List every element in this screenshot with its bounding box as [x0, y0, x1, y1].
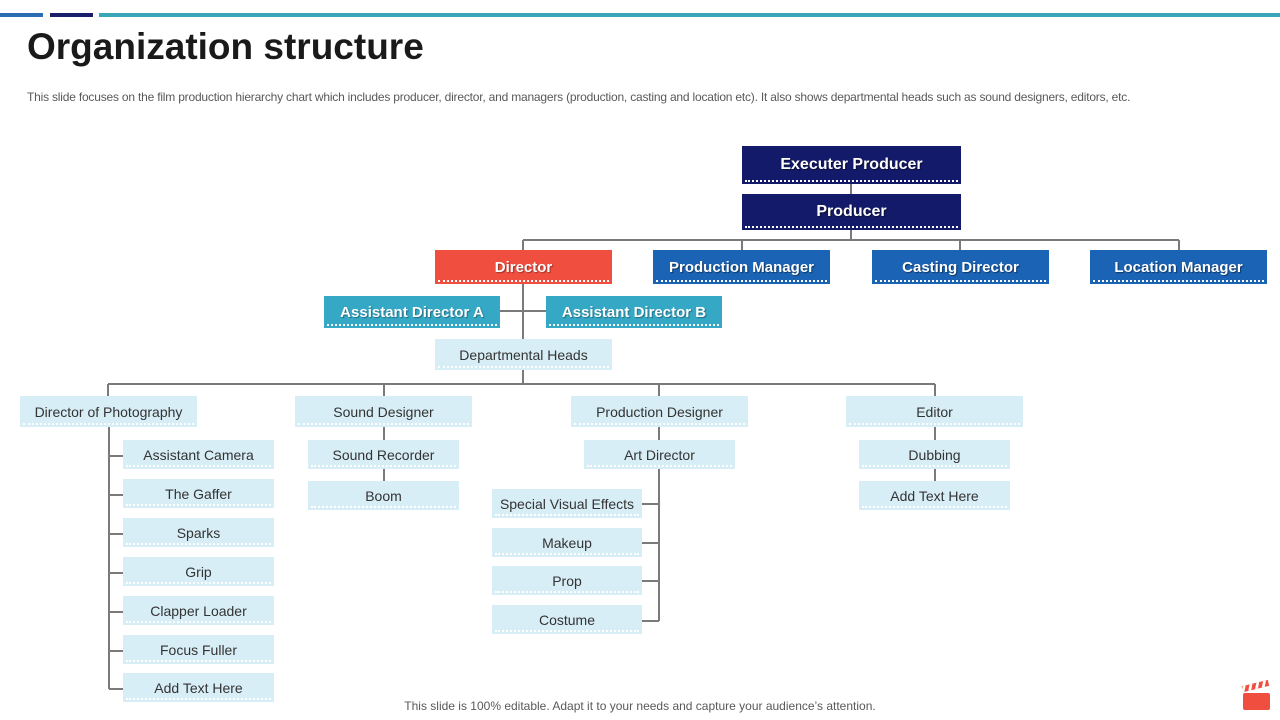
top-accent-bar-3	[99, 13, 1280, 17]
footer-note: This slide is 100% editable. Adapt it to…	[404, 699, 876, 713]
page-title: Organization structure	[27, 26, 424, 67]
producer-label: Producer	[816, 203, 887, 220]
photography-item-label: Focus Fuller	[159, 641, 238, 658]
casting-director-box: Casting Director	[872, 250, 1049, 284]
director-label: Director	[494, 258, 553, 276]
production-design-item-box: Makeup	[492, 528, 642, 557]
casting-director-label: Casting Director	[902, 258, 1019, 276]
photography-item-label: Assistant Camera	[143, 446, 254, 463]
editor-item-label: Add Text Here	[890, 487, 979, 504]
production-manager-label: Production Manager	[668, 258, 814, 276]
production-design-item-label: Makeup	[542, 534, 592, 551]
photography-item-label: Grip	[185, 563, 212, 580]
photography-head-label: Director of Photography	[34, 403, 183, 420]
production-design-item-label: Costume	[538, 611, 596, 628]
production-manager-box: Production Manager	[653, 250, 830, 284]
page-subtitle: This slide focuses on the film productio…	[27, 90, 1131, 104]
photography-item-box: Assistant Camera	[123, 440, 274, 469]
sound-item-label: Boom	[365, 487, 402, 504]
photography-item-box: Add Text Here	[123, 673, 274, 702]
assistant-director-b-label: Assistant Director B	[561, 303, 707, 321]
photography-item-box: The Gaffer	[123, 479, 274, 508]
art-director-box: Art Director	[584, 440, 735, 469]
departmental-heads-label: Departmental Heads	[459, 346, 588, 363]
photography-head-box: Director of Photography	[20, 396, 197, 427]
photography-item-box: Focus Fuller	[123, 635, 274, 664]
editor-head-box: Editor	[846, 396, 1023, 427]
production-design-item-label: Prop	[552, 572, 582, 589]
photography-item-label: The Gaffer	[165, 485, 232, 502]
sound-item-box: Sound Recorder	[308, 440, 459, 469]
executive-producer-label: Executer Producer	[780, 156, 923, 173]
photography-item-box: Clapper Loader	[123, 596, 274, 625]
location-manager-box: Location Manager	[1090, 250, 1267, 284]
production-design-head-label: Production Designer	[596, 403, 723, 420]
editor-item-label: Dubbing	[908, 446, 961, 463]
assistant-director-a-box: Assistant Director A	[324, 296, 500, 328]
photography-item-box: Sparks	[123, 518, 274, 547]
assistant-director-b-box: Assistant Director B	[546, 296, 722, 328]
photography-item-label: Clapper Loader	[150, 602, 247, 619]
production-design-item-box: Costume	[492, 605, 642, 634]
executive-producer-box: Executer Producer	[742, 146, 961, 184]
production-design-head-box: Production Designer	[571, 396, 748, 427]
production-design-item-box: Special Visual Effects	[492, 489, 642, 518]
photography-item-label: Add Text Here	[154, 679, 243, 696]
photography-item-label: Sparks	[176, 524, 221, 541]
art-director-label: Art Director	[624, 446, 695, 463]
sound-item-label: Sound Recorder	[332, 446, 435, 463]
sound-head-box: Sound Designer	[295, 396, 472, 427]
sound-head-label: Sound Designer	[333, 403, 434, 420]
top-accent-bar-1	[0, 13, 43, 17]
sound-item-box: Boom	[308, 481, 459, 510]
director-box: Director	[435, 250, 612, 284]
editor-item-box: Add Text Here	[859, 481, 1010, 510]
assistant-director-a-label: Assistant Director A	[340, 303, 484, 321]
top-accent-bar-2	[50, 13, 93, 17]
departmental-heads-box: Departmental Heads	[435, 339, 612, 370]
editor-head-label: Editor	[916, 403, 953, 420]
editor-item-box: Dubbing	[859, 440, 1010, 469]
production-design-item-label: Special Visual Effects	[499, 495, 635, 512]
clapperboard-icon	[1241, 680, 1270, 710]
production-design-item-box: Prop	[492, 566, 642, 595]
location-manager-label: Location Manager	[1114, 258, 1243, 276]
producer-box: Producer	[742, 194, 961, 230]
photography-item-box: Grip	[123, 557, 274, 586]
